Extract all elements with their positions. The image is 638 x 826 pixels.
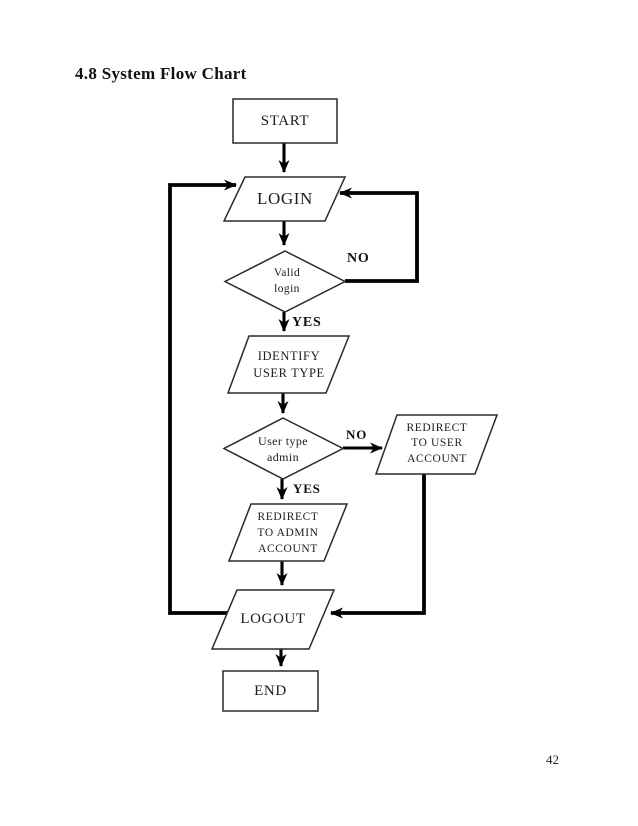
redirect-user-line-1: REDIRECT bbox=[406, 421, 468, 434]
redirect-to-user-account-node bbox=[374, 414, 499, 475]
redirect-user-line-3: ACCOUNT bbox=[407, 452, 467, 465]
user-type-yes-label: YES bbox=[293, 481, 321, 496]
edge-valid-login-no-loop bbox=[339, 187, 419, 283]
identify-line-1: IDENTIFY bbox=[257, 349, 321, 363]
redirect-to-user-account-node-label: REDIRECT TO USER ACCOUNT bbox=[387, 420, 487, 468]
logout-node-label: LOGOUT bbox=[240, 611, 306, 627]
login-node-label: LOGIN bbox=[257, 189, 313, 208]
logout-node bbox=[210, 589, 336, 650]
edge-logout-to-login-loop bbox=[168, 179, 237, 615]
start-node bbox=[232, 98, 338, 144]
end-node-label: END bbox=[254, 682, 287, 699]
user-type-admin-decision-node bbox=[222, 417, 345, 480]
redirect-admin-line-2: TO ADMIN bbox=[257, 527, 319, 539]
login-node bbox=[222, 176, 347, 222]
end-node bbox=[222, 670, 319, 712]
identify-line-2: USER TYPE bbox=[253, 366, 325, 380]
page-number: 42 bbox=[546, 752, 559, 767]
redirect-to-admin-account-node bbox=[227, 503, 349, 562]
redirect-admin-line-1: REDIRECT bbox=[257, 511, 319, 523]
valid-login-decision-node bbox=[223, 250, 347, 313]
user-type-line-1: User type bbox=[258, 434, 308, 448]
user-type-admin-node-label: User type admin bbox=[233, 433, 333, 465]
section-heading: 4.8 System Flow Chart bbox=[75, 64, 247, 83]
redirect-user-line-2: TO USER bbox=[411, 437, 463, 450]
user-type-line-2: admin bbox=[267, 450, 299, 464]
valid-login-yes-label: YES bbox=[292, 315, 322, 330]
valid-login-line-1: Valid bbox=[273, 267, 301, 279]
valid-login-no-label: NO bbox=[347, 251, 370, 266]
identify-user-type-node-label: IDENTIFY USER TYPE bbox=[239, 348, 339, 382]
valid-login-node-label: Valid login bbox=[237, 264, 337, 298]
edge-redirect-user-to-logout bbox=[330, 474, 426, 619]
identify-user-type-node bbox=[226, 335, 351, 394]
redirect-admin-line-3: ACCOUNT bbox=[258, 543, 318, 555]
valid-login-line-2: login bbox=[274, 283, 300, 295]
user-type-no-label: NO bbox=[346, 427, 368, 442]
start-node-label: START bbox=[260, 112, 310, 129]
redirect-to-admin-account-node-label: REDIRECT TO ADMIN ACCOUNT bbox=[238, 509, 338, 557]
